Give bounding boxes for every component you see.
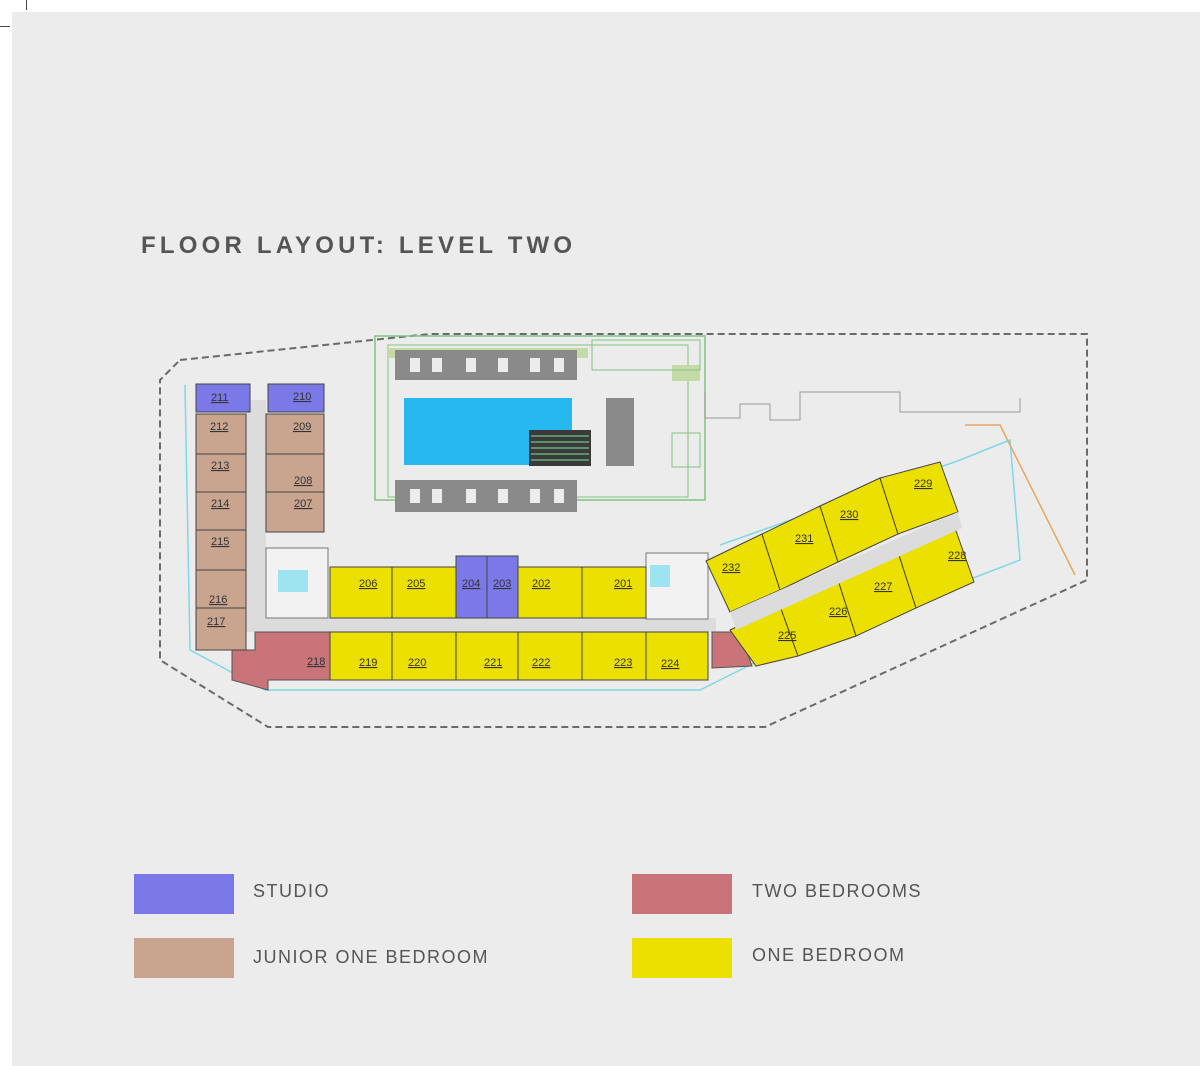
- unit-label-210: 210: [293, 391, 311, 403]
- landscape-outline: [965, 424, 1076, 576]
- legend-label-two-bedrooms: TWO BEDROOMS: [752, 881, 922, 901]
- crop-mark: [0, 26, 10, 27]
- pool-steps-lines: [531, 435, 589, 461]
- unit-label-212: 212: [210, 421, 228, 433]
- unit-label-220: 220: [408, 657, 426, 669]
- unit-label-217: 217: [207, 616, 225, 628]
- legend-label-junior-one-bedroom: JUNIOR ONE BEDROOM: [253, 947, 490, 967]
- elevator: [650, 565, 670, 587]
- lounger-slots: [410, 358, 564, 503]
- elevator: [278, 570, 308, 592]
- unit-label-207: 207: [294, 498, 312, 510]
- unit-studio: [486, 555, 519, 619]
- unit-label-208: 208: [294, 475, 312, 487]
- unit-label-228: 228: [948, 550, 966, 562]
- unit-label-221: 221: [484, 657, 502, 669]
- unit-label-203: 203: [493, 578, 511, 590]
- unit-label-231: 231: [795, 533, 813, 545]
- unit-label-232: 232: [722, 562, 740, 574]
- unit-label-206: 206: [359, 578, 377, 590]
- unit-label-230: 230: [840, 509, 858, 521]
- junior-units: [195, 413, 325, 651]
- crop-mark: [26, 0, 27, 10]
- unit-label-225: 225: [778, 630, 796, 642]
- corridor: [246, 400, 266, 630]
- unit-studio: [455, 555, 488, 619]
- legend-label-one-bedroom: ONE BEDROOM: [752, 945, 906, 965]
- legend-swatch-junior-one-bedroom: [134, 938, 234, 978]
- unit-label-209: 209: [293, 421, 311, 433]
- unit-studio: [267, 383, 325, 413]
- daybed: [606, 398, 634, 466]
- lounger-row: [395, 480, 577, 512]
- site-boundary: [159, 333, 1088, 728]
- terrace-outline: [704, 391, 1021, 421]
- unit-label-204: 204: [462, 578, 480, 590]
- corridor: [730, 512, 962, 630]
- unit-label-213: 213: [211, 460, 229, 472]
- unit-label-224: 224: [661, 658, 679, 670]
- unit-label-214: 214: [211, 498, 229, 510]
- corridor: [246, 618, 716, 632]
- unit-label-227: 227: [874, 581, 892, 593]
- unit-label-229: 229: [914, 478, 932, 490]
- planter: [672, 365, 700, 381]
- unit-studio: [195, 383, 251, 413]
- unit-label-226: 226: [829, 606, 847, 618]
- unit-label-218: 218: [307, 656, 325, 668]
- legend-label-studio: STUDIO: [253, 881, 331, 901]
- unit-label-211: 211: [211, 392, 229, 404]
- unit-label-216: 216: [209, 594, 227, 606]
- unit-label-202: 202: [532, 578, 550, 590]
- one-bedroom-units: [329, 566, 709, 681]
- unit-label-215: 215: [211, 536, 229, 548]
- legend-swatch-studio: [134, 874, 234, 914]
- deck-structure: [671, 432, 701, 468]
- lounger-row: [395, 350, 577, 380]
- page-title: FLOOR LAYOUT: LEVEL TWO: [141, 232, 577, 259]
- unit-label-222: 222: [532, 657, 550, 669]
- unit-label-219: 219: [359, 657, 377, 669]
- legend-swatch-one-bedroom: [632, 938, 732, 978]
- legend-swatch-two-bedrooms: [632, 874, 732, 914]
- deck-structure: [591, 339, 701, 371]
- unit-label-223: 223: [614, 657, 632, 669]
- unit-label-201: 201: [614, 578, 632, 590]
- unit-label-205: 205: [407, 578, 425, 590]
